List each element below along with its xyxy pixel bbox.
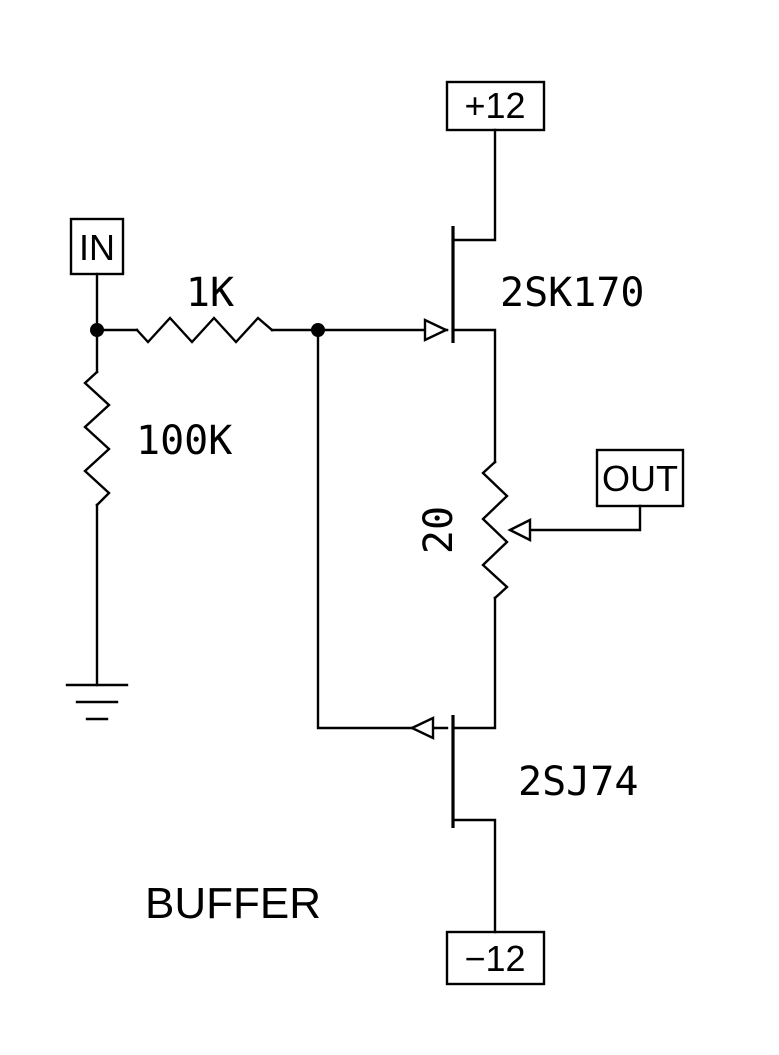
resistor-1k xyxy=(135,316,274,344)
resistor-100k xyxy=(83,370,111,507)
jfet-2sk170 xyxy=(423,226,455,343)
input-port: IN xyxy=(69,217,125,276)
gate-arrow-out-icon xyxy=(409,716,435,740)
vminus-label: −12 xyxy=(464,938,525,979)
wiring xyxy=(95,128,642,934)
potentiometer-20 xyxy=(481,460,532,600)
label-100k: 100K xyxy=(136,418,232,464)
output-label: OUT xyxy=(602,458,678,499)
gate-arrow-in-icon xyxy=(423,318,449,342)
caption-buffer: BUFFER xyxy=(145,879,321,928)
vminus-port: −12 xyxy=(445,930,546,986)
ground-icon xyxy=(65,683,129,721)
input-label: IN xyxy=(79,227,115,268)
label-2sj74: 2SJ74 xyxy=(518,759,638,805)
label-2sk170: 2SK170 xyxy=(500,270,645,316)
label-1k: 1K xyxy=(186,270,234,316)
jfet-2sj74 xyxy=(409,715,455,828)
wiper-arrow-icon xyxy=(507,518,532,542)
label-pot-20: 20 xyxy=(416,506,462,554)
output-port: OUT xyxy=(595,448,685,508)
junction-gate xyxy=(311,323,325,337)
junction-input xyxy=(90,323,104,337)
vplus-port: +12 xyxy=(445,80,546,132)
vplus-label: +12 xyxy=(464,85,525,126)
